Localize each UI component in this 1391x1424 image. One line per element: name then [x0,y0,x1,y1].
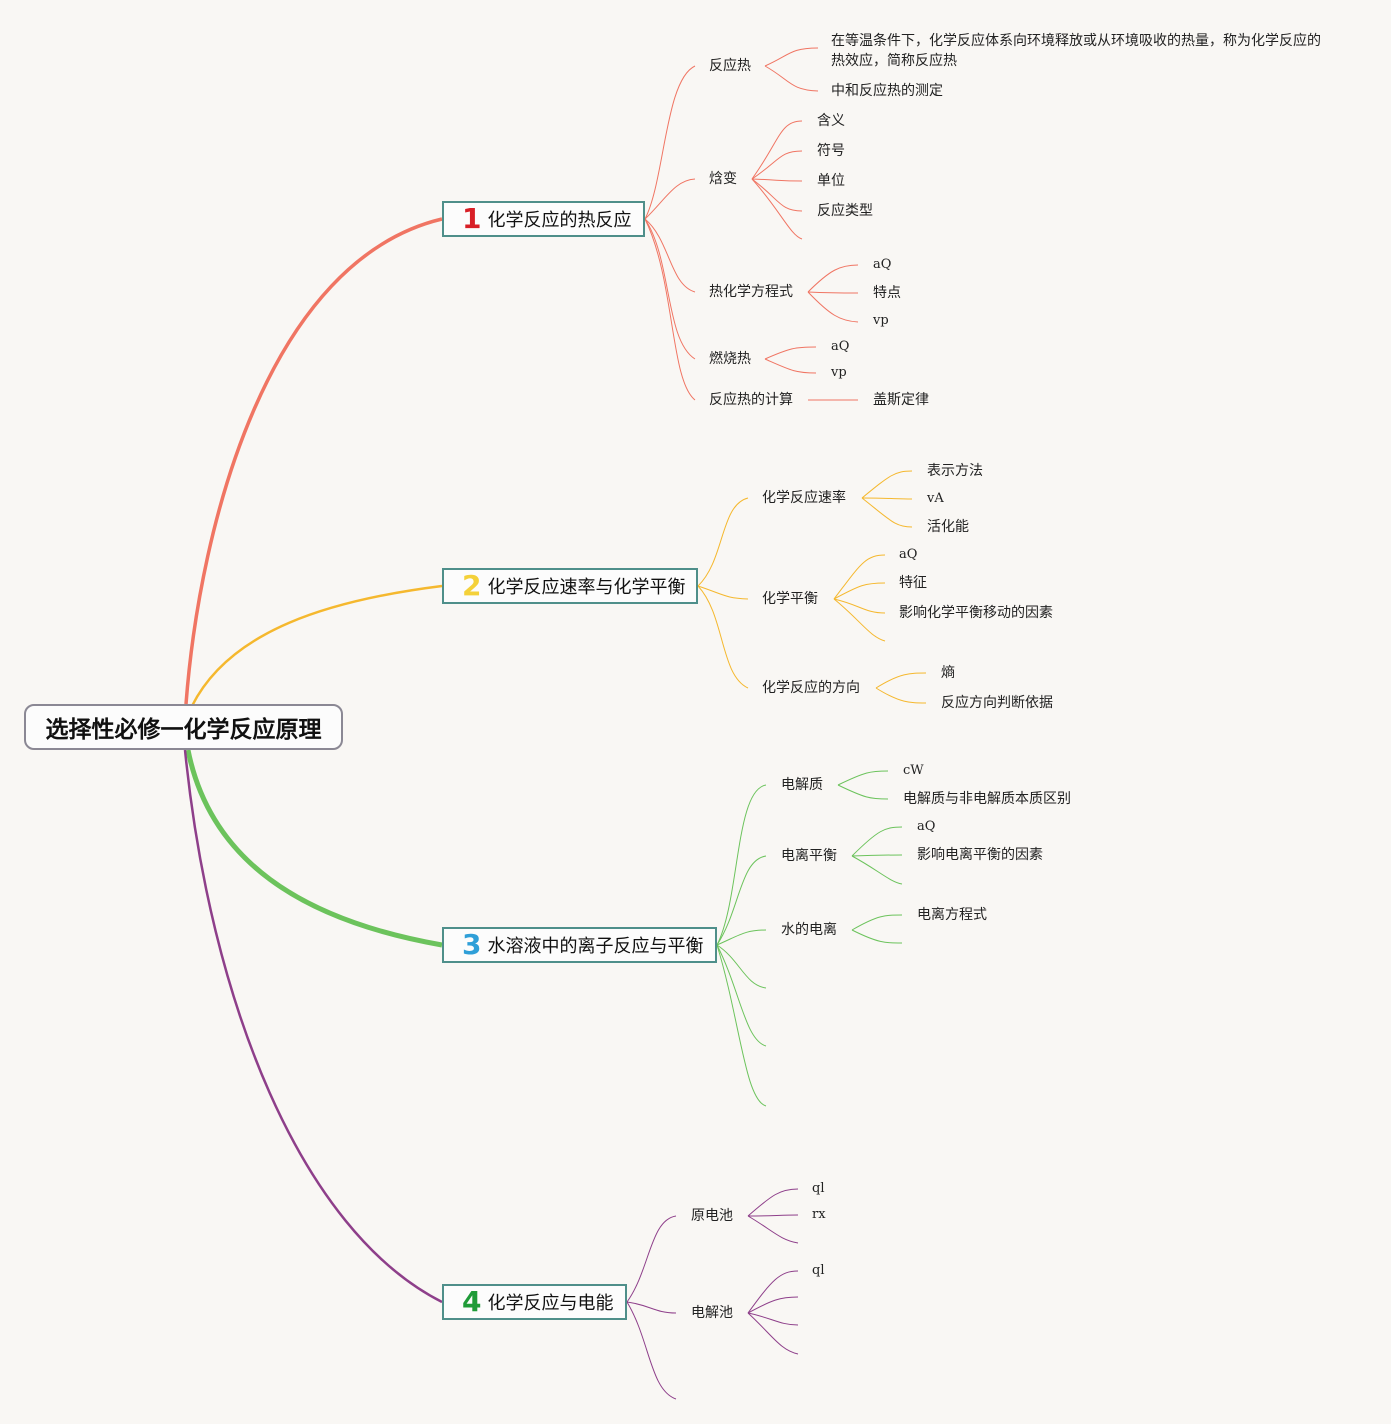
leaf-node[interactable]: ql [812,1263,825,1278]
topic1-number: 1 [462,202,482,235]
leaf-node[interactable]: 影响化学平衡移动的因素 [899,605,1053,621]
leaf-node[interactable]: 反应方向判断依据 [941,695,1053,711]
leaf-node[interactable]: 熵 [941,665,955,681]
subtopic-node[interactable]: 电解质 [781,777,823,793]
leaf-node[interactable]: 符号 [817,143,845,159]
subtopic-node[interactable]: 反应热的计算 [709,392,793,408]
leaf-node[interactable]: 电离方程式 [917,907,987,923]
leaf-node[interactable]: vA [927,491,944,506]
topic1-branches [644,47,859,401]
leaf-node[interactable]: 中和反应热的测定 [831,83,943,99]
topic2-label: 化学反应速率与化学平衡 [487,577,686,598]
subtopic-node[interactable]: 化学反应速率 [762,490,846,506]
root-label: 选择性必修一化学反应原理 [45,717,322,743]
root-to-topic2-line [190,584,443,707]
topic4-label: 化学反应与电能 [487,1293,614,1314]
leaf-node[interactable]: aQ [899,547,918,562]
leaf-node[interactable]: rx [812,1207,826,1222]
leaf-node[interactable]: aQ [831,339,850,354]
leaf-node[interactable]: cW [903,763,924,778]
subtopic-node[interactable]: 原电池 [691,1208,733,1224]
topic4-node[interactable]: 4 化学反应与电能 [442,1284,627,1320]
topic2-branches [697,470,927,704]
leaf-node[interactable]: 影响电离平衡的因素 [917,847,1043,863]
leaf-node[interactable]: aQ [917,819,936,834]
topic1-node[interactable]: 1 化学反应的热反应 [442,201,645,237]
topic4-branches [626,1188,799,1400]
topic3-number: 3 [462,928,482,961]
leaf-node[interactable]: 表示方法 [927,463,983,479]
subtopic-node[interactable]: 电离平衡 [781,848,837,864]
leaf-node[interactable]: ql [812,1181,825,1196]
topic3-label: 水溶液中的离子反应与平衡 [487,936,704,957]
topic4-number: 4 [462,1285,482,1318]
subtopic-node[interactable]: 焓变 [709,171,737,187]
topic2-number: 2 [462,569,482,602]
topic3-branches [716,770,903,1107]
topic1-label: 化学反应的热反应 [487,210,632,231]
leaf-node[interactable]: 电解质与非电解质本质区别 [903,791,1071,807]
subtopic-node[interactable]: 反应热 [709,58,751,74]
subtopic-node[interactable]: 电解池 [691,1305,733,1321]
leaf-node[interactable]: 特点 [873,285,901,301]
leaf-node[interactable]: 含义 [817,113,845,129]
leaf-node[interactable]: 活化能 [927,519,969,535]
leaf-node[interactable]: vp [873,313,889,328]
subtopic-node[interactable]: 燃烧热 [709,351,751,367]
topic3-node[interactable]: 3 水溶液中的离子反应与平衡 [442,927,717,963]
leaf-node[interactable]: aQ [873,257,892,272]
subtopic-node[interactable]: 热化学方程式 [709,284,793,300]
subtopic-node[interactable]: 水的电离 [781,922,837,938]
root-to-topic3-line [185,749,443,948]
leaf-node[interactable]: 反应类型 [817,203,873,219]
leaf-node[interactable]: 单位 [817,173,845,189]
topic2-node[interactable]: 2 化学反应速率与化学平衡 [442,568,698,604]
leaf-node[interactable]: 盖斯定律 [873,392,929,408]
leaf-node[interactable]: 特征 [899,575,927,591]
leaf-node[interactable]: 在等温条件下，化学反应体系向环境释放或从环境吸收的热量，称为化学反应的热效应，简… [831,33,1321,69]
subtopic-node[interactable]: 化学反应的方向 [762,680,860,696]
root-node[interactable]: 选择性必修一化学反应原理 [24,704,343,750]
leaf-node[interactable]: vp [831,365,847,380]
subtopic-node[interactable]: 化学平衡 [762,591,818,607]
root-to-topic4-line [183,749,443,1304]
root-to-topic1-line [184,217,443,705]
